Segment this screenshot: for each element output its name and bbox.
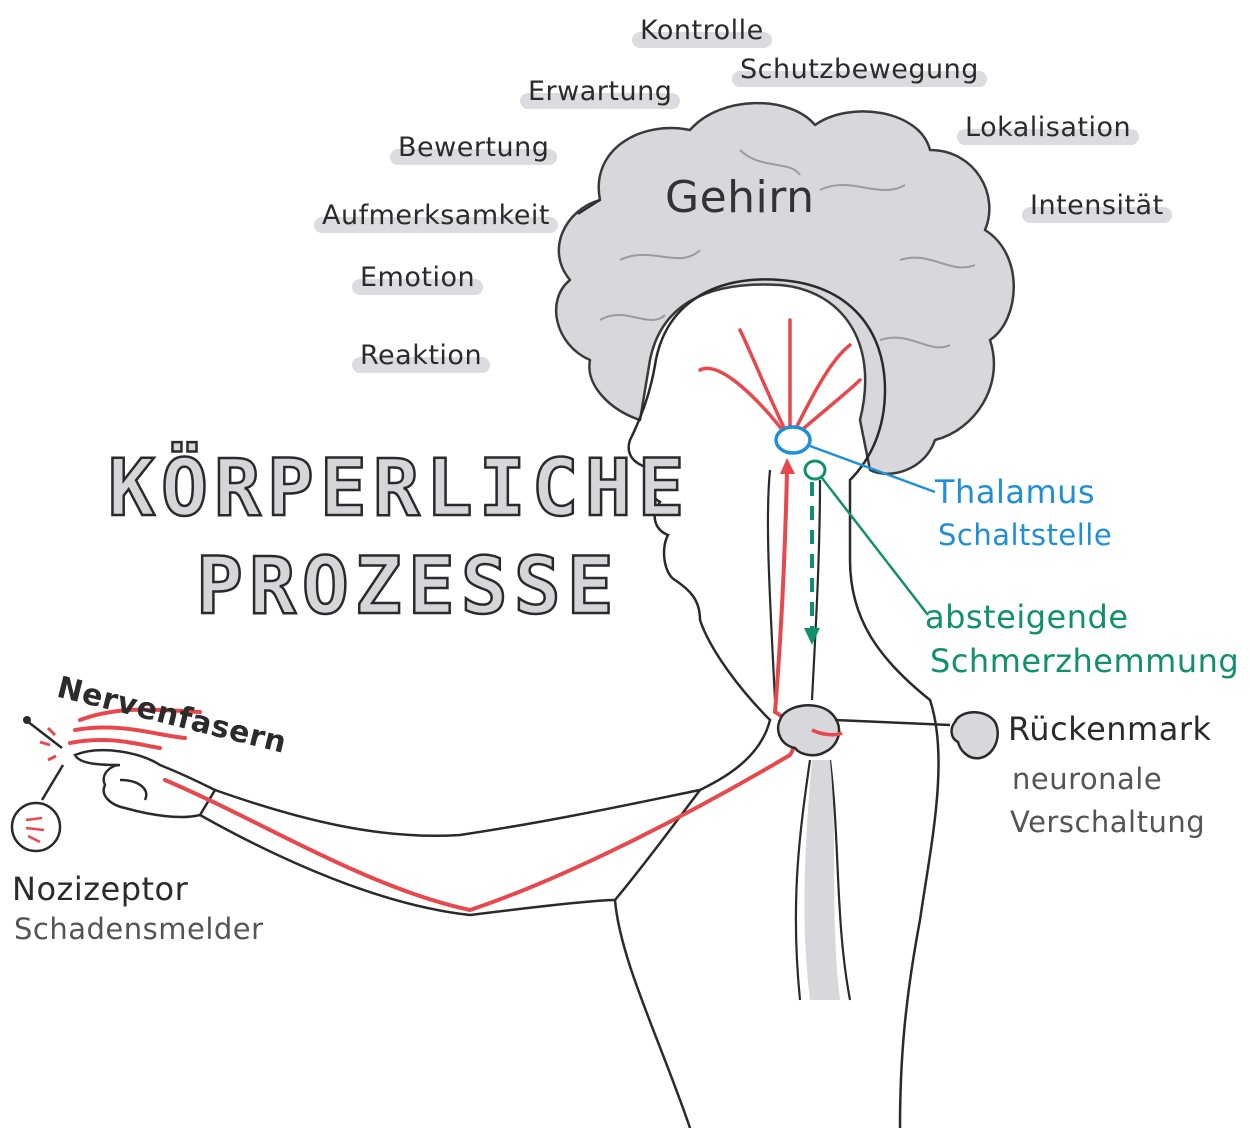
factor-schutzbewegung: Schutzbewegung (740, 54, 979, 85)
factor-emotion: Emotion (360, 262, 475, 293)
factor-intensitaet: Intensität (1030, 190, 1164, 221)
factor-reaktion: Reaktion (360, 340, 482, 371)
descending-label-2: Schmerzhemmung (930, 642, 1239, 680)
thalamus-desc: Schaltstelle (938, 518, 1112, 552)
nociceptor-magnifier (12, 803, 60, 851)
title-line-1: KÖRPERLICHE (108, 450, 691, 528)
spinal-cord-desc-1: neuronale (1012, 762, 1162, 796)
nociceptor-label: Nozizeptor (12, 870, 188, 908)
ascending-arrowhead (780, 458, 795, 474)
pin-stimulus (23, 716, 62, 760)
brain-label: Gehirn (665, 172, 814, 223)
descending-pointer (822, 478, 928, 615)
brain-pathways (700, 320, 860, 440)
factor-aufmerksamkeit: Aufmerksamkeit (322, 200, 550, 231)
thalamus-label: Thalamus (935, 473, 1095, 511)
spinal-cord-pointer (835, 720, 950, 725)
hand (75, 750, 215, 817)
nociceptor-pointer (42, 765, 63, 800)
spinal-cord-desc-2: Verschaltung (1010, 805, 1205, 839)
spinal-cord-label: Rückenmark (1008, 710, 1212, 748)
factor-lokalisation: Lokalisation (965, 112, 1131, 143)
descending-arrowhead (804, 628, 820, 645)
nociceptor-desc: Schadensmelder (14, 912, 264, 946)
factor-bewertung: Bewertung (398, 132, 549, 163)
title-line-2: PROZESSE (196, 548, 620, 626)
factor-erwartung: Erwartung (528, 76, 672, 107)
spinal-cord-shape (778, 705, 839, 755)
spinal-column-fill (804, 760, 840, 1000)
brain-shape (556, 103, 1014, 474)
thalamus-shape (776, 427, 810, 453)
descending-origin (805, 461, 825, 479)
descending-label-1: absteigende (925, 598, 1129, 636)
spinal-cord-icon (952, 712, 998, 758)
ascending-pathway (165, 470, 794, 910)
factor-kontrolle: Kontrolle (640, 15, 764, 46)
